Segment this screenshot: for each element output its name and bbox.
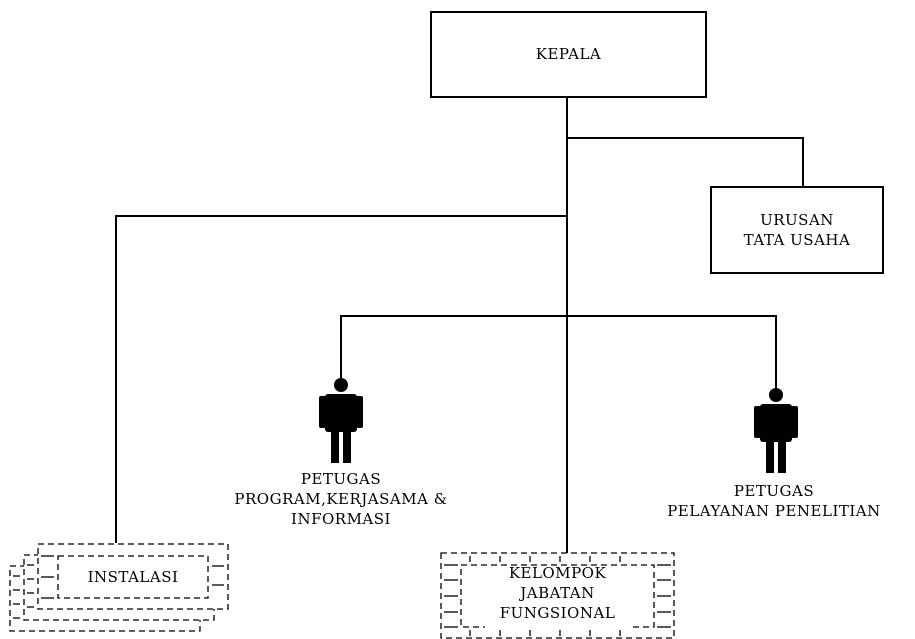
petugas-pelayanan-line2: PELAYANAN PENELITIAN <box>667 502 881 520</box>
urusan-label-line1: URUSAN <box>760 211 834 229</box>
kelompok-label-line3: FUNGSIONAL <box>499 604 616 622</box>
urusan-box <box>710 186 884 274</box>
petugas-program-line2: PROGRAM,KERJASAMA & <box>234 490 448 508</box>
instalasi-label: INSTALASI <box>87 568 179 586</box>
person-icon <box>319 378 363 463</box>
kepala-box <box>430 11 707 98</box>
petugas-program-line1: PETUGAS <box>300 470 382 488</box>
instalasi-stack <box>9 543 229 632</box>
kepala-label: KEPALA <box>535 45 602 63</box>
kelompok-label-line1: KELOMPOK <box>508 564 607 582</box>
person-icon <box>754 388 798 473</box>
kelompok-stack <box>440 552 675 639</box>
kelompok-label-line2: JABATAN <box>520 584 595 602</box>
petugas-pelayanan-line1: PETUGAS <box>733 482 815 500</box>
petugas-program-line3: INFORMASI <box>291 510 391 528</box>
urusan-label-line2: TATA USAHA <box>743 231 851 249</box>
